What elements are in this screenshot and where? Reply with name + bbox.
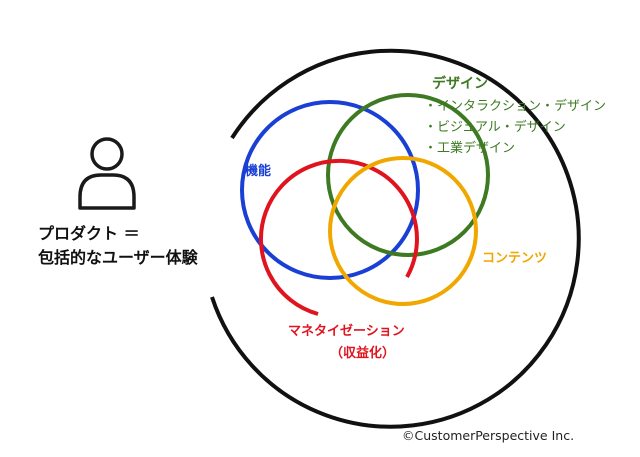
content-label: コンテンツ	[482, 251, 547, 266]
function-circle	[240, 100, 420, 280]
design-circle	[326, 93, 490, 257]
function-label: 機能	[245, 163, 271, 179]
copyright-text: ©CustomerPerspective Inc.	[402, 428, 574, 443]
monetization-label-line1: マネタイゼーション	[288, 323, 405, 339]
product-label-line1: プロダクト ＝	[38, 224, 140, 243]
design-item: ・ビジュアル・デザイン	[424, 119, 566, 135]
monetization-label-line2: （収益化）	[330, 345, 395, 361]
monetization-circle	[258, 158, 419, 316]
person-icon	[78, 137, 136, 210]
design-label: デザイン	[432, 75, 488, 92]
content-circle	[328, 156, 478, 306]
product-label-line2: 包括的なユーザー体験	[38, 248, 199, 267]
outer-circle	[210, 48, 581, 429]
design-item: ・工業デザイン	[424, 140, 515, 156]
design-item: ・インタラクション・デザイン	[424, 98, 606, 114]
